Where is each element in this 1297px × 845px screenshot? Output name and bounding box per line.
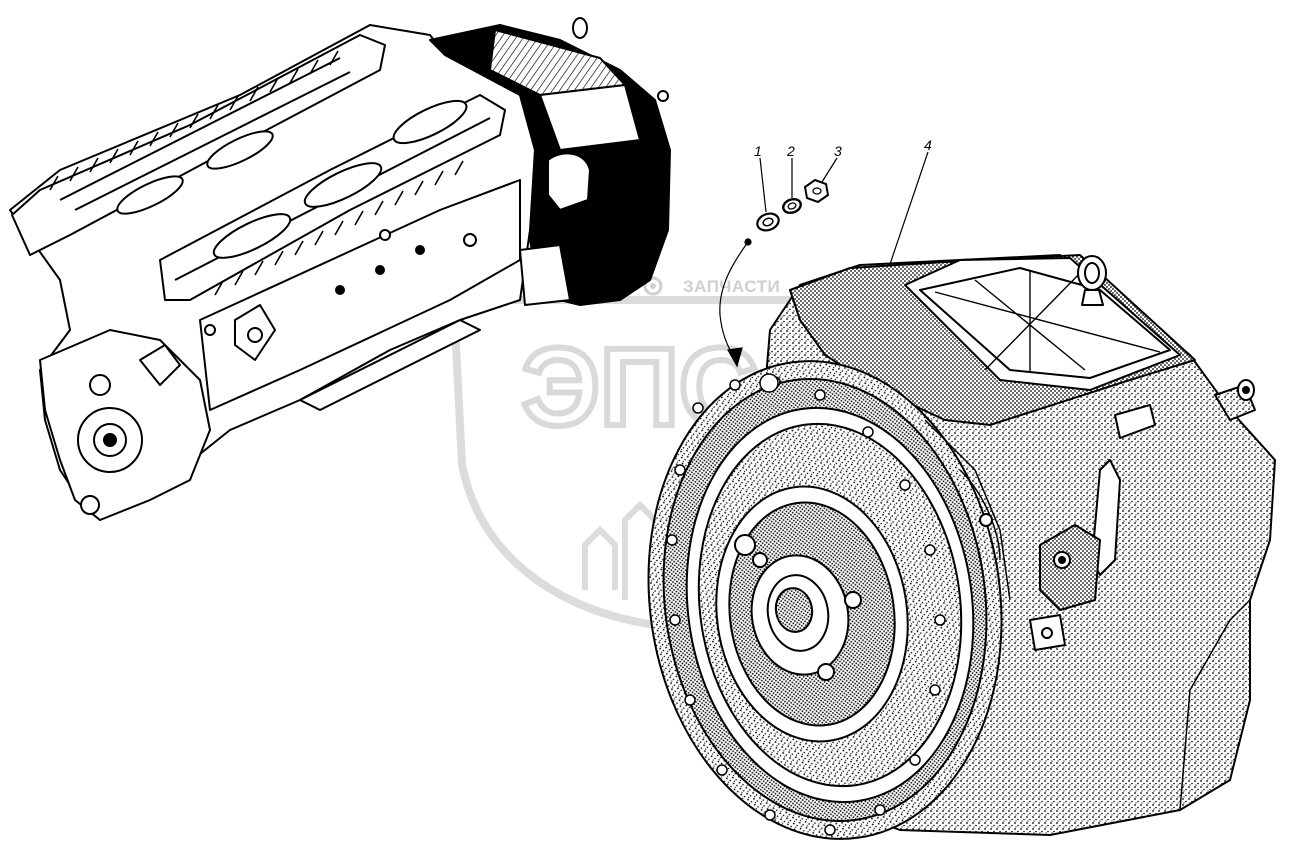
side-shaft-stub xyxy=(1214,379,1256,421)
fastener-spring-washer xyxy=(782,197,802,215)
callout-label-3: 3 xyxy=(834,143,842,159)
engine-fins xyxy=(49,50,464,296)
callout-label-1: 1 xyxy=(754,143,762,159)
flange-bolt-holes xyxy=(666,373,946,836)
callout-label-4: 4 xyxy=(924,137,932,153)
callout-label-2: 2 xyxy=(786,143,795,159)
fastener-washer xyxy=(756,212,780,232)
watermark-city-icon xyxy=(582,500,658,600)
shift-lever xyxy=(1039,404,1156,611)
callout-labels: 1 2 3 4 xyxy=(754,137,932,159)
lifting-eye xyxy=(1077,255,1107,306)
leader-line-1 xyxy=(759,157,767,213)
leader-line-3 xyxy=(821,157,838,183)
engine-block xyxy=(9,24,536,521)
watermark-gear-icon xyxy=(643,276,663,296)
engine-rear-housing xyxy=(429,17,671,306)
output-hub xyxy=(734,534,862,681)
gearbox xyxy=(647,254,1276,840)
leader-lines xyxy=(719,151,929,368)
watermark-caption: ЗАПЧАСТИ xyxy=(683,277,780,296)
assembly-route-line xyxy=(719,241,749,359)
leader-line-4 xyxy=(887,151,929,271)
fastener-nut xyxy=(803,178,830,204)
